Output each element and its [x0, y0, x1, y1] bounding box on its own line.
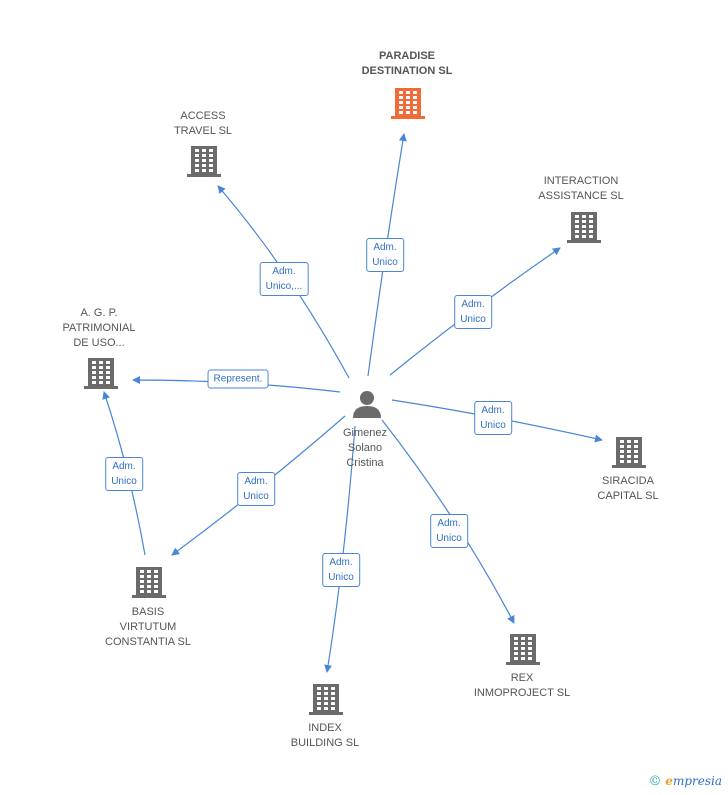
edge-label-access[interactable]: Adm. Unico,... [259, 262, 309, 296]
company-label-access[interactable]: ACCESS TRAVEL SL [174, 109, 232, 139]
building-icon-basis[interactable] [132, 567, 166, 598]
node-label-line: INTERACTION [543, 175, 619, 187]
brand-name: mpresia [672, 774, 722, 788]
edge-label-line: Unico [372, 257, 398, 268]
edge-label-basis[interactable]: Adm. Unico [237, 472, 275, 506]
node-label-line: CONSTANTIA SL [105, 636, 191, 648]
node-label-line: INMOPROJECT SL [473, 687, 571, 699]
empresia-logo: © empresia [648, 774, 722, 789]
node-label-line: Cristina [346, 457, 384, 469]
node-label-line: Solano [347, 442, 383, 454]
edge-label-line: Adm. [373, 242, 397, 253]
company-label-paradise[interactable]: PARADISE DESTINATION SL [362, 49, 453, 79]
edge-label-line: Adm. [112, 461, 136, 472]
edge-label-line: Adm. [461, 299, 485, 310]
edge-label-paradise[interactable]: Adm. Unico [366, 238, 404, 272]
node-label-line: INDEX [308, 722, 342, 734]
node-label-line: A. G. P. [80, 307, 118, 319]
building-icon-interaction[interactable] [567, 212, 601, 243]
edge-label-line: Adm. [244, 476, 268, 487]
edge-label-agp[interactable]: Represent. [207, 369, 269, 389]
company-label-siracida[interactable]: SIRACIDA CAPITAL SL [597, 474, 658, 504]
node-label-line: Gimenez [342, 427, 388, 439]
company-label-index[interactable]: INDEX BUILDING SL [291, 721, 359, 751]
node-label-line: PATRIMONIAL [62, 322, 136, 334]
node-label-line: VIRTUTUM [119, 621, 177, 633]
node-label-line: SIRACIDA [602, 475, 654, 487]
edge-label-line: Unico,... [265, 281, 303, 292]
edge-label-line: Unico [328, 572, 354, 583]
edge-label-line: Unico [460, 314, 486, 325]
edge-label-agp[interactable]: Adm. Unico [105, 457, 143, 491]
edge-label-line: Adm. [437, 518, 461, 529]
edge-label-line: Adm. [272, 266, 296, 277]
building-icon-paradise[interactable] [391, 88, 425, 119]
copyright-symbol: © [648, 774, 662, 789]
edge-label-rex[interactable]: Adm. Unico [430, 514, 468, 548]
building-icon-access[interactable] [187, 146, 221, 177]
edge-label-siracida[interactable]: Adm. Unico [474, 401, 512, 435]
edge-label-line: Adm. [329, 557, 353, 568]
node-label-line: DE USO... [73, 337, 125, 349]
brand-e: e [665, 774, 673, 788]
node-label-line: BASIS [131, 606, 165, 618]
node-label-line: PARADISE [378, 50, 436, 62]
node-label-line: BUILDING SL [290, 737, 360, 749]
building-icon-index[interactable] [309, 684, 343, 715]
node-label-line: REX [510, 672, 534, 684]
company-label-rex[interactable]: REX INMOPROJECT SL [474, 671, 570, 701]
edge-label-index[interactable]: Adm. Unico [322, 553, 360, 587]
node-label-line: ASSISTANCE SL [538, 190, 624, 202]
node-label-line: DESTINATION SL [361, 65, 453, 77]
node-label-line: ACCESS [180, 110, 226, 122]
node-label-line: CAPITAL SL [597, 490, 659, 502]
person-icon[interactable] [353, 391, 381, 418]
edge-label-line: Unico [243, 491, 269, 502]
edge-label-line: Unico [111, 476, 137, 487]
building-icon-rex[interactable] [506, 634, 540, 665]
edge-label-line: Adm. [481, 405, 505, 416]
edge-label-line: Unico [480, 420, 506, 431]
node-label-line: TRAVEL SL [173, 125, 233, 137]
edge-label-line: Represent. [213, 373, 263, 385]
edge-label-interaction[interactable]: Adm. Unico [454, 295, 492, 329]
building-icon-agp[interactable] [84, 358, 118, 389]
building-icon-siracida[interactable] [612, 437, 646, 468]
edge-label-line: Unico [436, 533, 462, 544]
company-label-interaction[interactable]: INTERACTION ASSISTANCE SL [538, 174, 623, 204]
company-label-agp[interactable]: A. G. P. PATRIMONIAL DE USO... [63, 306, 136, 351]
company-label-basis[interactable]: BASIS VIRTUTUM CONSTANTIA SL [105, 605, 191, 650]
